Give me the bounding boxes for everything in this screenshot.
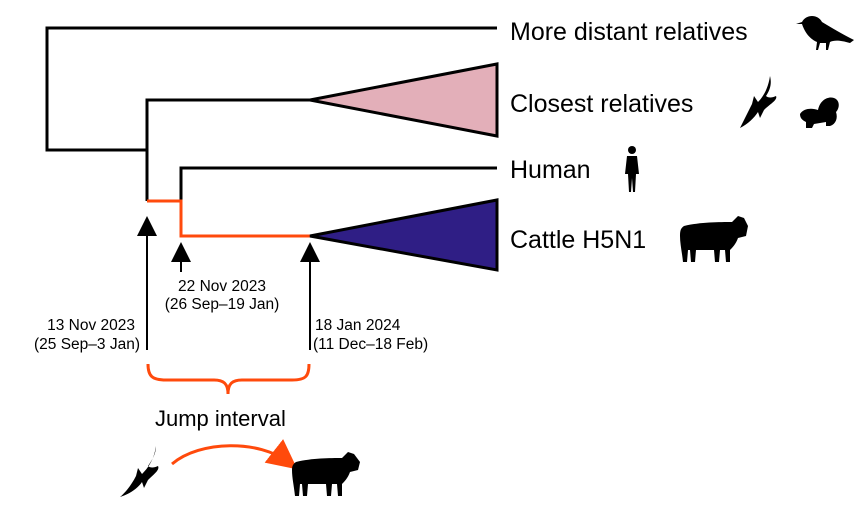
eagle-icon — [740, 76, 777, 128]
cattle-clade — [309, 198, 499, 272]
date-human-split: 22 Nov 2023 — [178, 278, 266, 295]
label-human: Human — [510, 156, 591, 184]
date-jump-start: 13 Nov 2023 — [47, 317, 135, 334]
date-arrows — [137, 216, 320, 350]
range-jump-start: (25 Sep–3 Jan) — [34, 336, 140, 353]
cow-icon — [680, 216, 748, 262]
tree-branches — [45, 26, 497, 201]
range-human-split: (26 Sep–19 Jan) — [165, 296, 280, 313]
jump-branches — [147, 199, 310, 238]
human-icon — [625, 146, 639, 192]
skunk-icon — [800, 97, 839, 128]
jump-interval-label: Jump interval — [155, 406, 286, 431]
closest-relatives-clade — [309, 62, 499, 138]
bird-icon — [120, 446, 159, 497]
human-branch — [179, 166, 497, 201]
range-cattle-mrca: (11 Dec–18 Feb) — [313, 336, 428, 353]
closest-node-branch — [145, 98, 310, 201]
jump-interval-brace — [146, 363, 311, 395]
cow-icon — [292, 452, 360, 496]
label-closest: Closest relatives — [510, 90, 693, 118]
jump-arrow — [171, 439, 298, 470]
label-distant: More distant relatives — [510, 18, 748, 46]
label-cattle: Cattle H5N1 — [510, 226, 646, 254]
jump-branch — [147, 199, 310, 238]
songbird-icon — [796, 16, 854, 50]
date-cattle-mrca: 18 Jan 2024 — [315, 317, 401, 334]
root-branch — [45, 26, 497, 152]
